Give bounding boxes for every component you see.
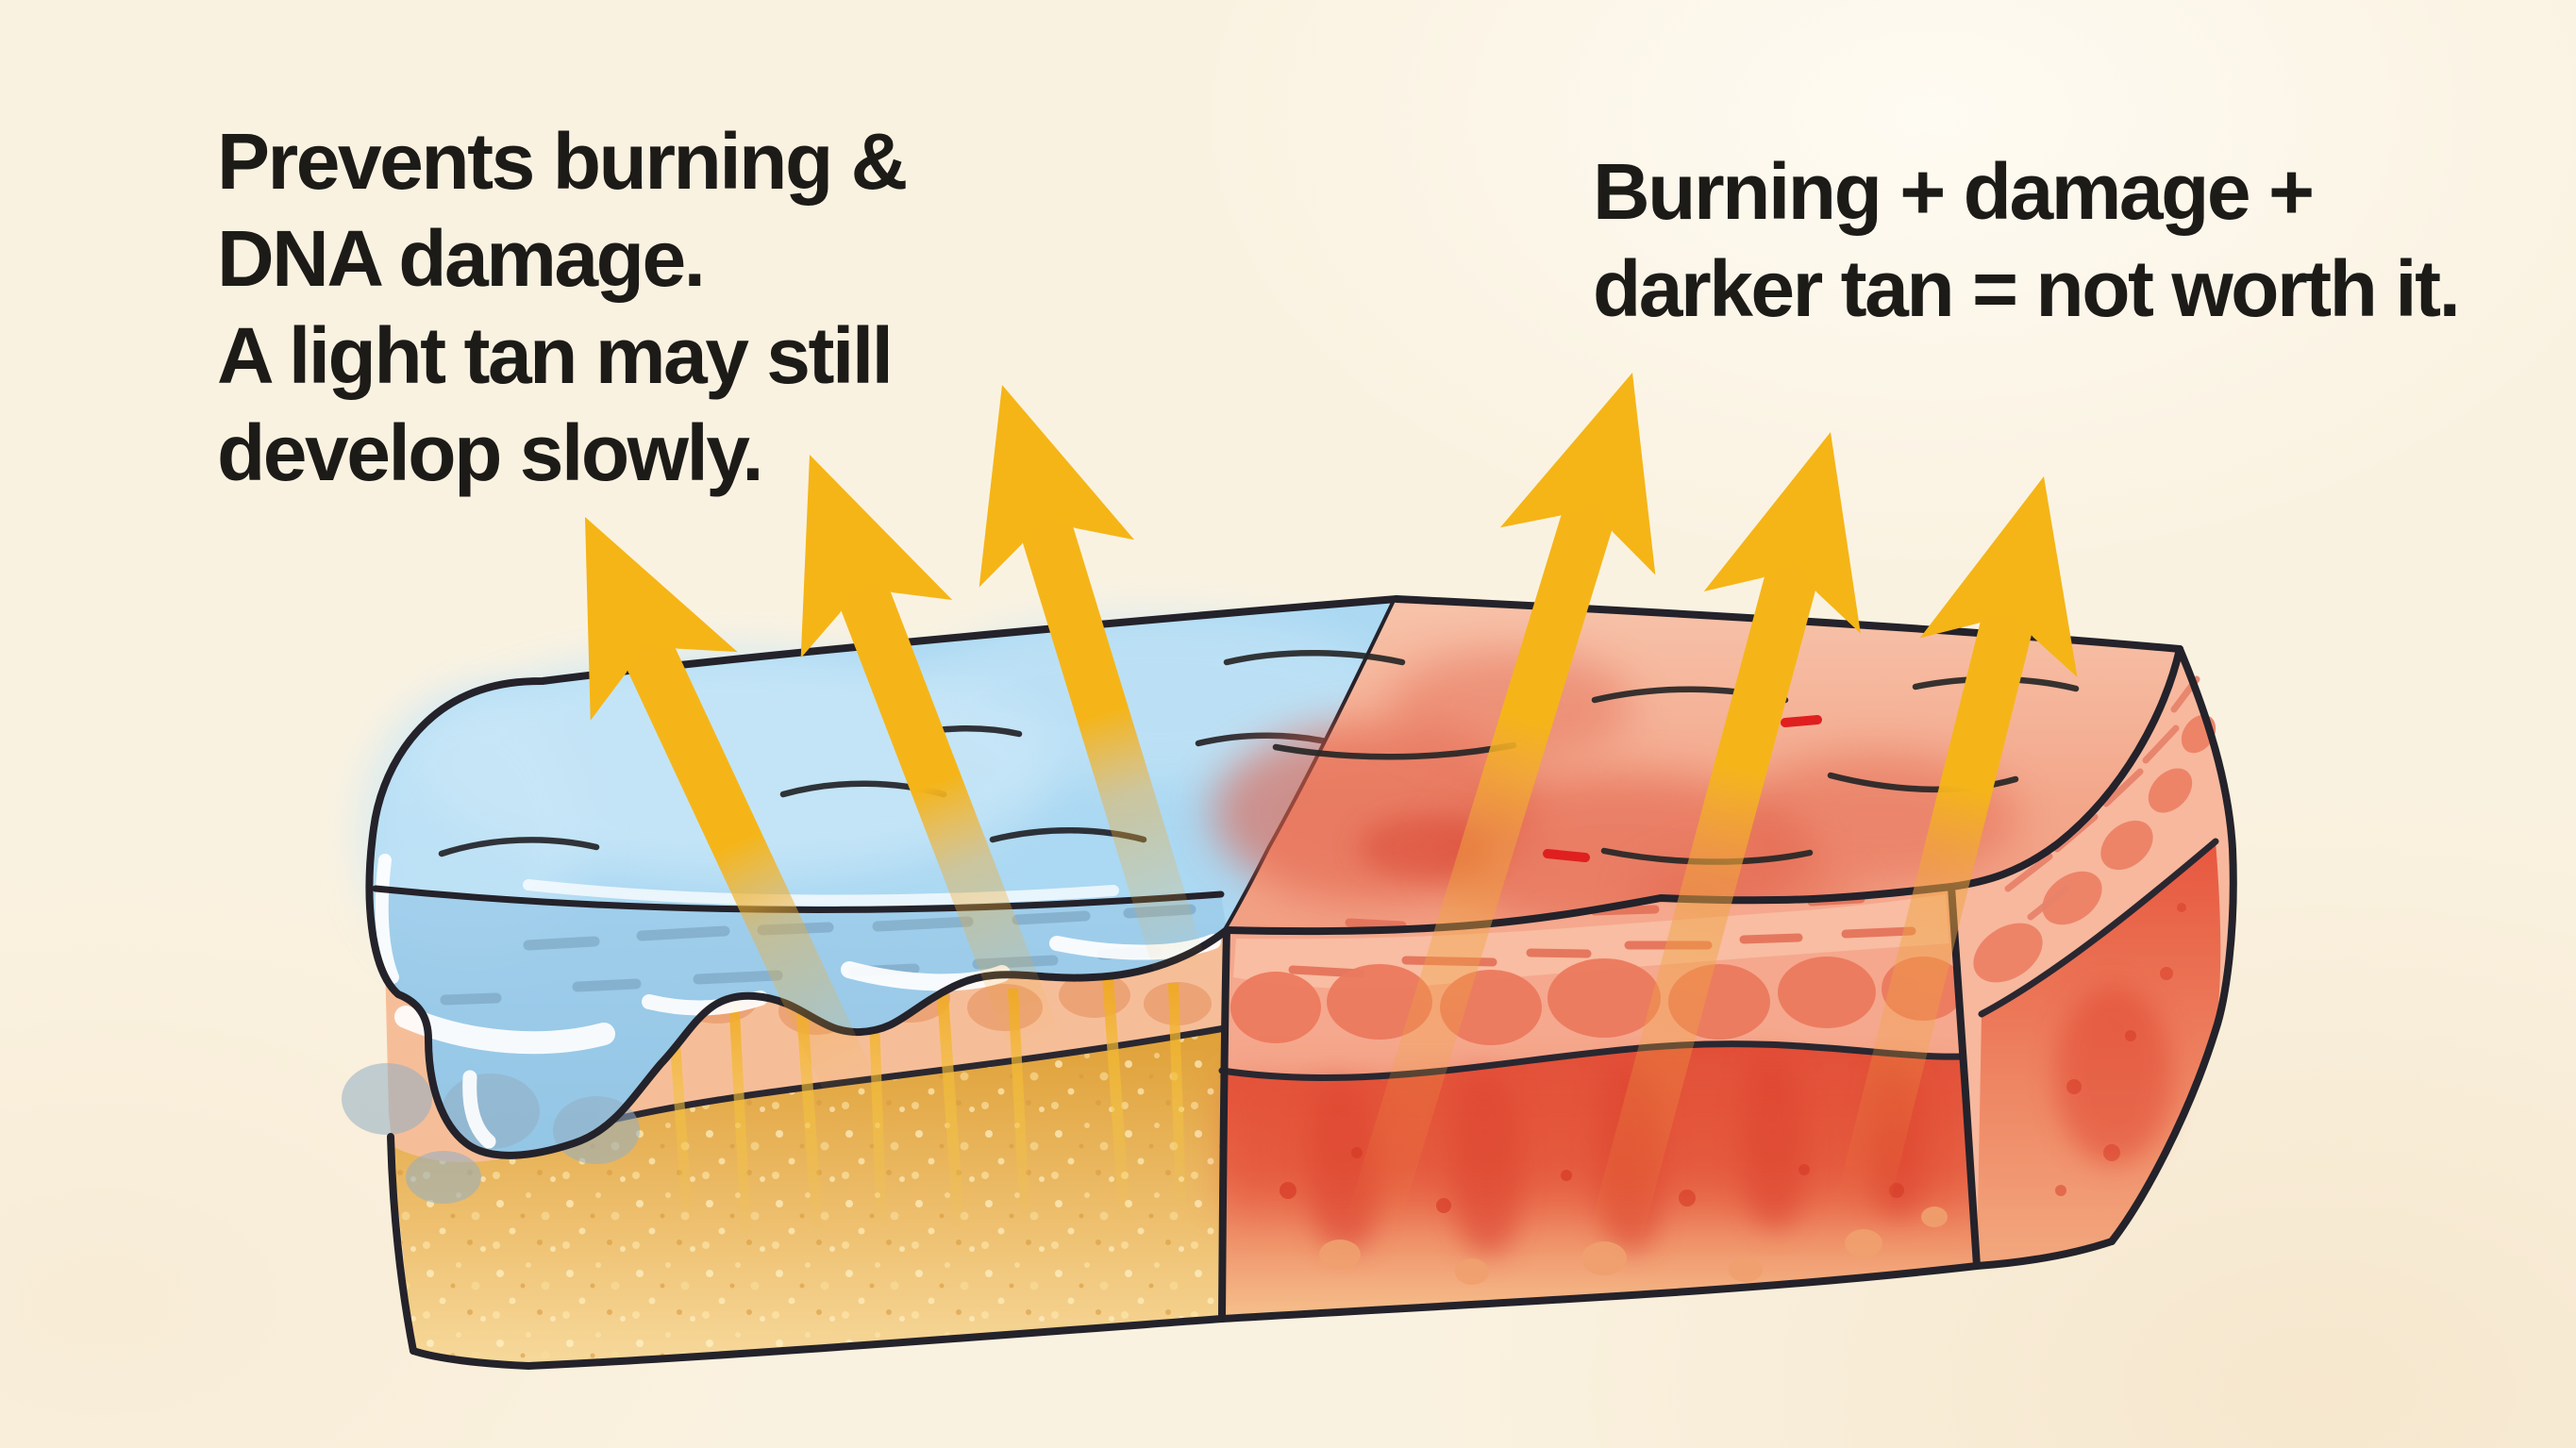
caption-unprotected-line: Burning + damage + xyxy=(1593,147,2315,236)
uv-arrows-reflected xyxy=(585,385,1221,1161)
outline-front-edge-right xyxy=(1223,883,1955,936)
uv-arrow-reflected-icon xyxy=(585,517,905,1161)
caption-protected-line: DNA damage. xyxy=(217,214,706,303)
caption-protected-line: A light tan may still xyxy=(217,311,894,400)
caption-unprotected-line: darker tan = not worth it. xyxy=(1593,244,2461,333)
burn-capillary-dashes xyxy=(1543,715,1822,862)
burned-side-dots xyxy=(2055,903,2186,1196)
caption-protected-line: Prevents burning & xyxy=(217,117,908,206)
outline-left-edge xyxy=(387,1133,417,1355)
burned-side-cells xyxy=(1973,714,2216,983)
uv-arrow-reflected-icon xyxy=(800,455,1079,1099)
uv-arrow-reflected-icon xyxy=(979,385,1221,1024)
caption-protected: Prevents burning & DNA damage. A light t… xyxy=(217,113,908,502)
outline-top-right-corner xyxy=(1948,645,2183,890)
uv-arrows-penetrating xyxy=(1345,373,2078,1259)
outline-right-edge xyxy=(2108,645,2237,1245)
burned-dermis-dots-front xyxy=(1280,1147,1948,1285)
burned-side-boundary-line xyxy=(1978,838,2219,1018)
protected-skin-half xyxy=(342,595,1406,1366)
uv-arrow-penetrating-icon xyxy=(1835,476,2078,1216)
outline-seam-front xyxy=(1218,926,1230,1323)
uv-arrow-penetrating-icon xyxy=(1345,373,1656,1238)
sunscreen-layer xyxy=(342,595,1406,1204)
caption-unprotected: Burning + damage + darker tan = not wort… xyxy=(1593,143,2461,338)
uv-arrow-penetrating-icon xyxy=(1585,432,1861,1259)
gel-front-surface-line xyxy=(372,885,1225,914)
burned-epidermis-highlight xyxy=(1233,894,1949,990)
caption-protected-line: develop slowly. xyxy=(217,408,764,497)
